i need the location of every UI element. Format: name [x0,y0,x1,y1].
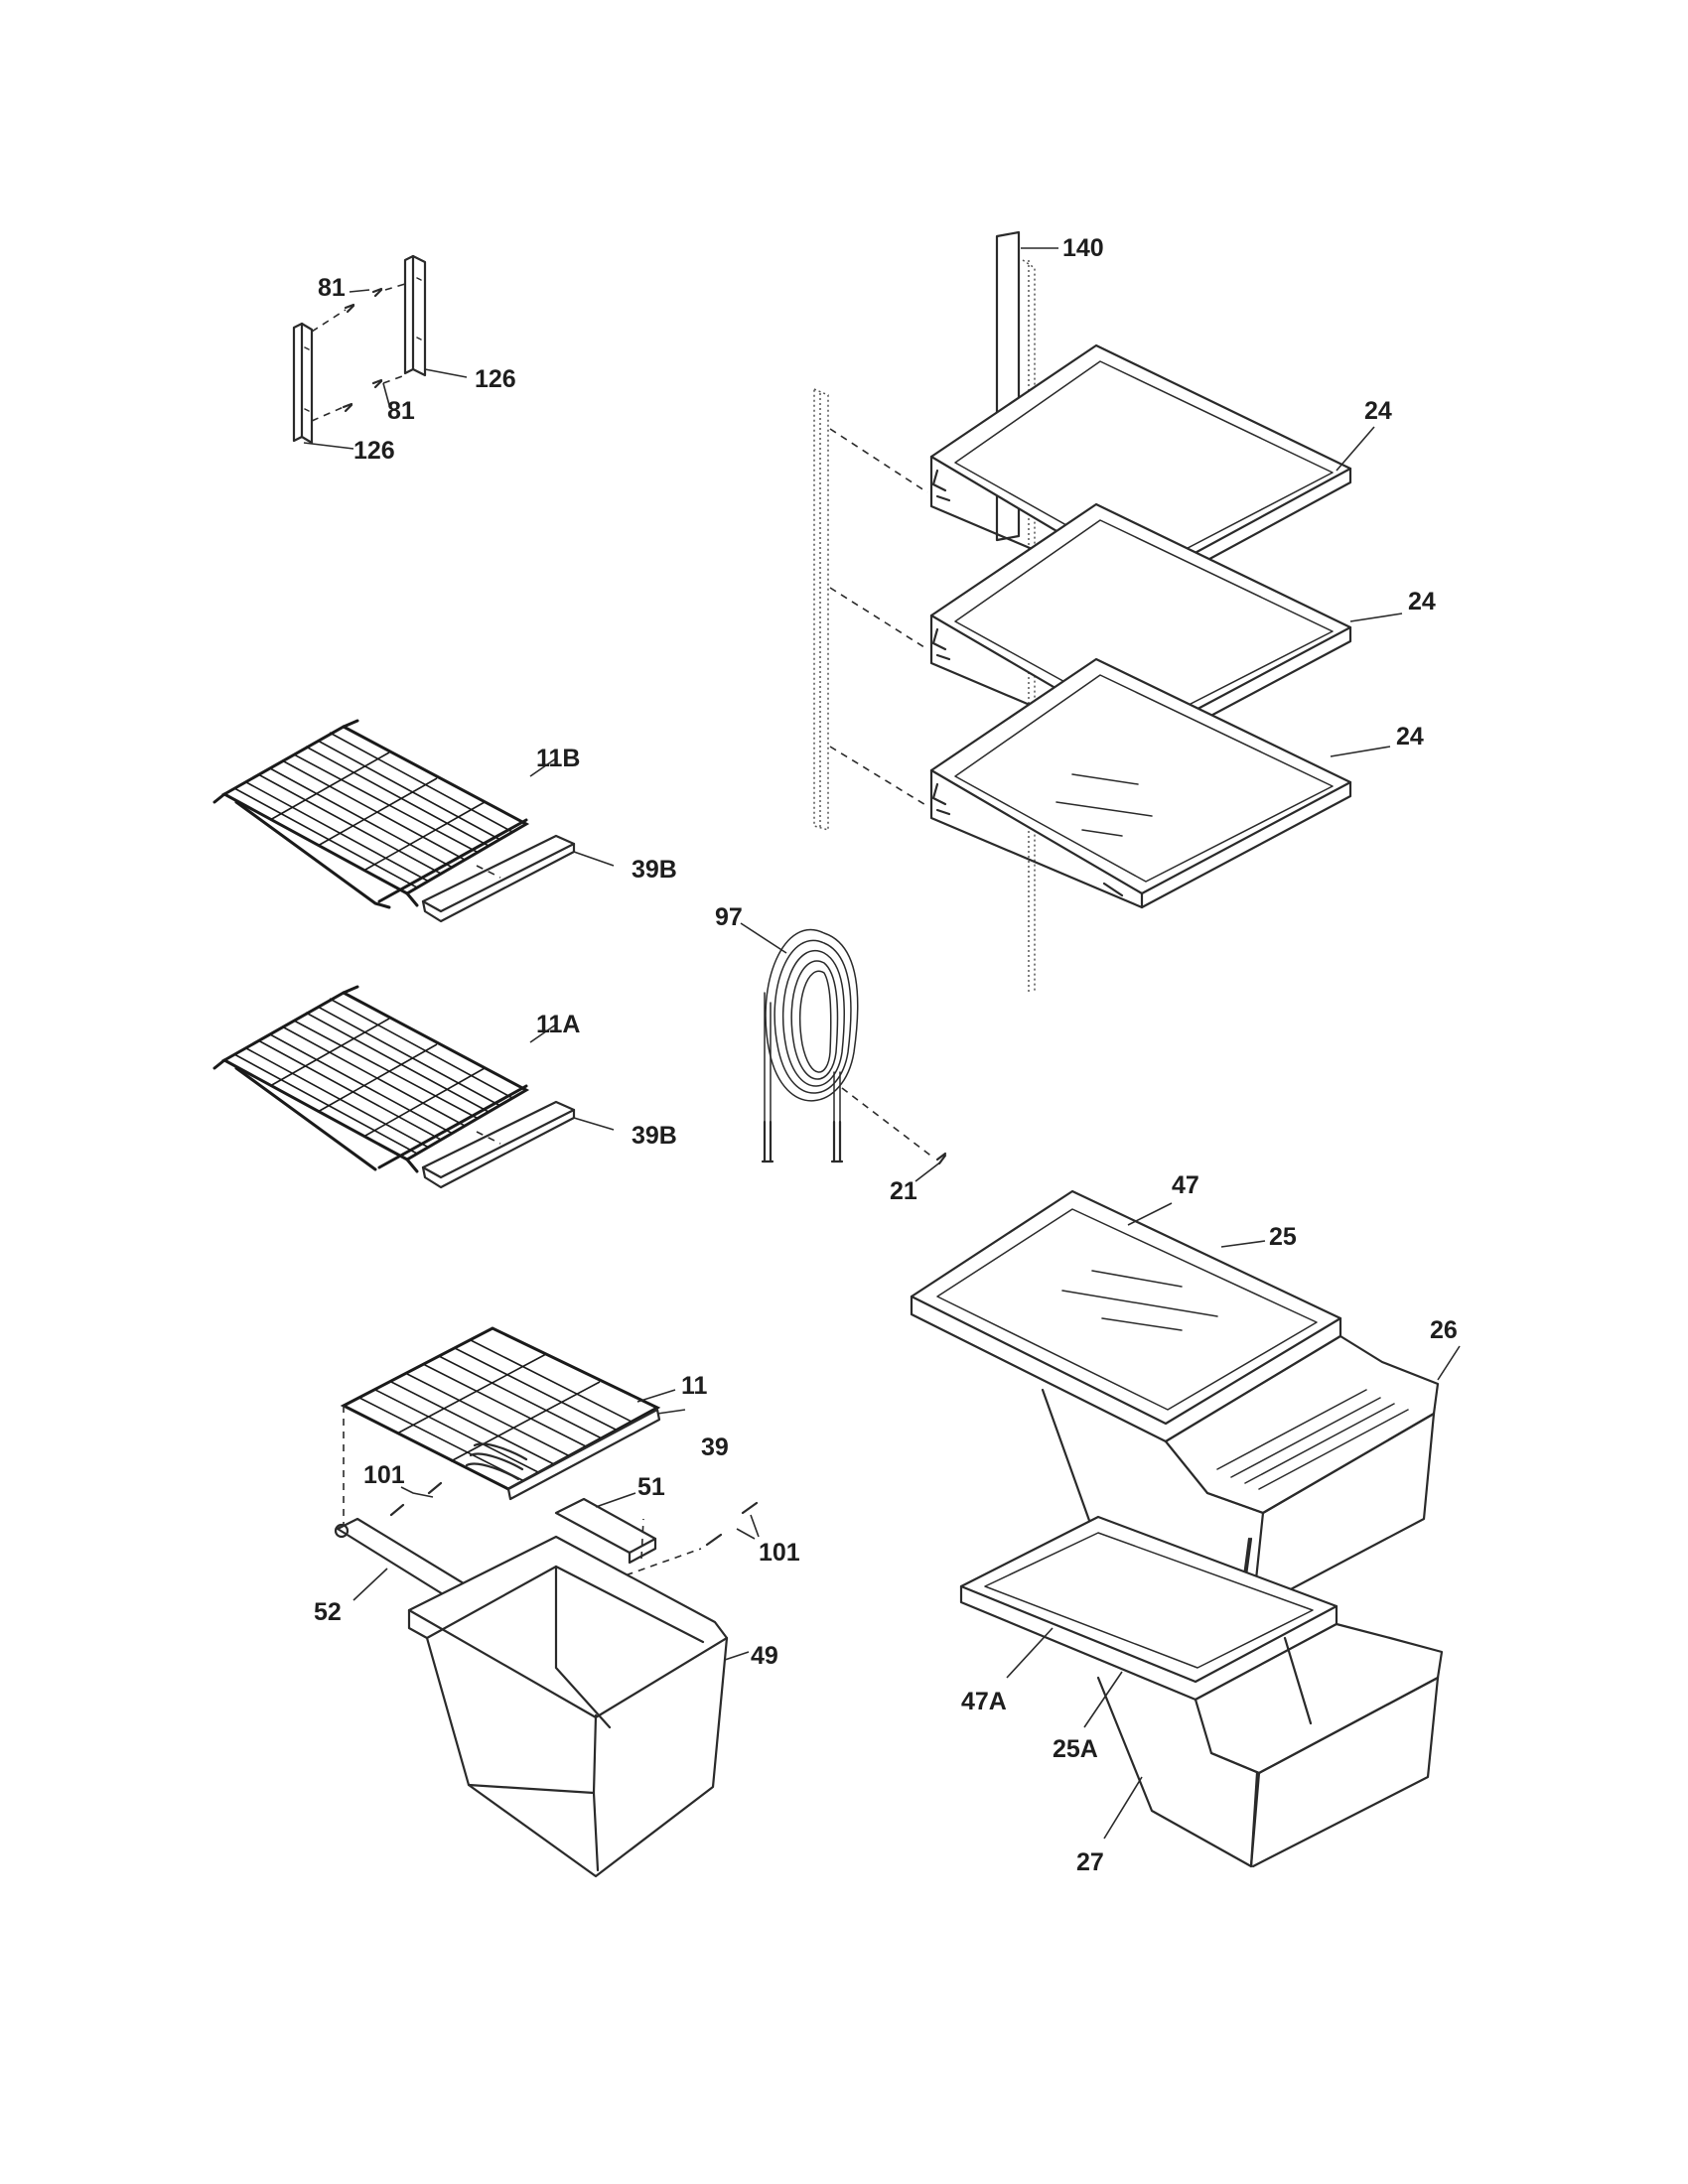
meat-drawer-assembly [334,1326,760,1878]
label-24-top: 24 [1364,397,1392,425]
label-21: 21 [890,1177,917,1205]
heater-coil-97 [740,922,947,1182]
label-81-upper: 81 [318,274,346,302]
label-25A: 25A [1053,1735,1098,1763]
label-140: 140 [1062,234,1104,262]
label-101-left: 101 [363,1461,405,1489]
label-11B: 11B [536,745,580,772]
label-27: 27 [1076,1848,1104,1876]
wire-shelf-11B [212,719,615,923]
label-11A: 11A [536,1011,580,1038]
shelf-support-brackets [292,254,468,450]
part-number-labels: 140 81 81 126 126 24 24 24 11B 39B 11A 3… [314,234,1458,1876]
glass-shelf-assembly [813,230,1403,993]
label-24-bottom: 24 [1396,723,1424,751]
label-26: 26 [1430,1316,1458,1344]
crisper-assembly [910,1189,1461,1868]
label-97: 97 [715,903,743,931]
label-126-upper: 126 [475,365,516,393]
label-39: 39 [701,1433,729,1461]
label-47: 47 [1172,1171,1199,1199]
label-101-right: 101 [759,1539,800,1567]
label-81-lower: 81 [387,397,415,425]
label-24-middle: 24 [1408,588,1436,615]
label-47A: 47A [961,1688,1007,1715]
label-25: 25 [1269,1223,1297,1251]
label-11: 11 [681,1372,708,1400]
label-51: 51 [637,1473,665,1501]
label-126-lower: 126 [353,437,395,465]
label-52: 52 [314,1598,342,1626]
label-49: 49 [751,1642,778,1670]
label-39B-lower: 39B [632,1122,677,1150]
wire-shelf-11A [212,985,615,1189]
label-39B-upper: 39B [632,856,677,884]
